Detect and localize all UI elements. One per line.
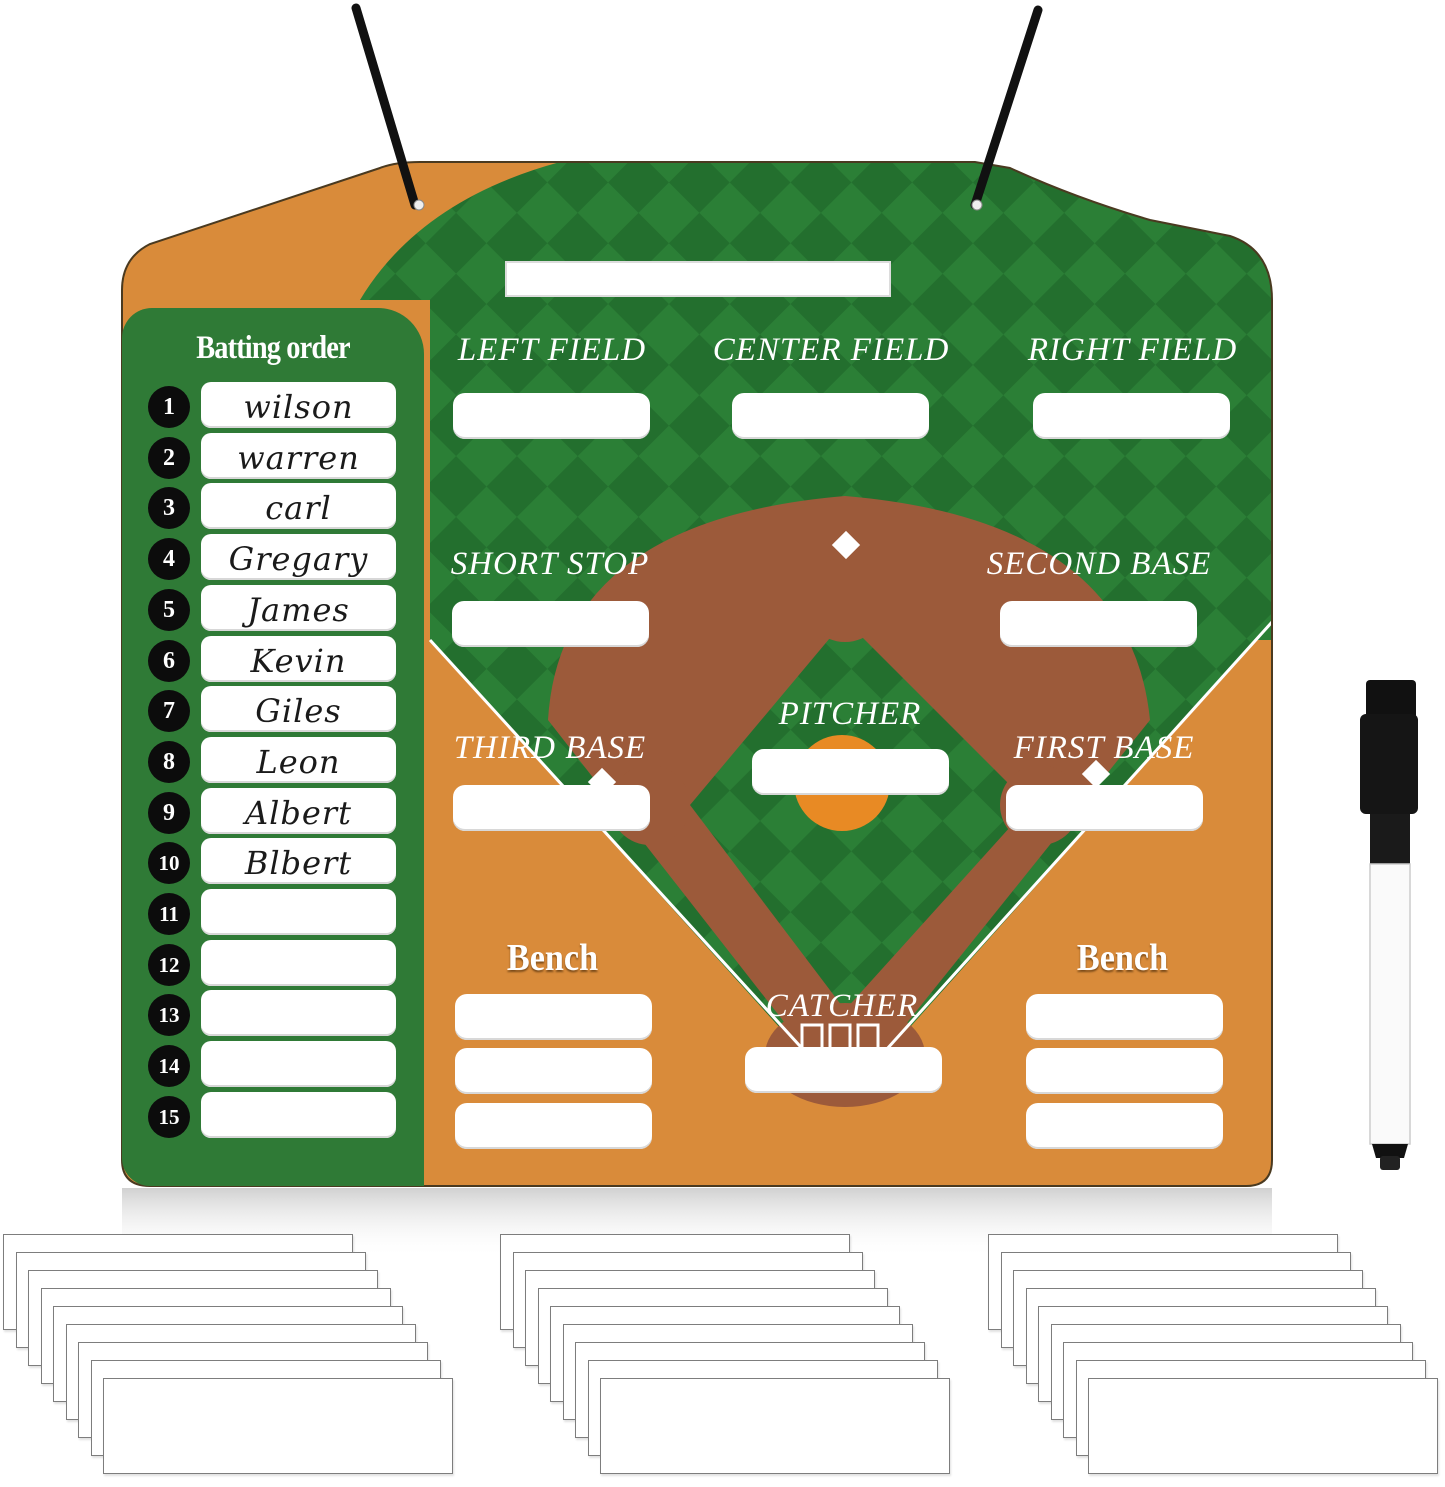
batting-order-player-name (201, 889, 396, 935)
batting-order-row: 9 Albert (148, 787, 398, 834)
batting-order-player-name: Gregary (228, 540, 369, 579)
batting-order-slot[interactable] (201, 1091, 396, 1138)
batting-order-player-name (201, 990, 396, 1036)
catcher-label: CATCHER (765, 988, 919, 1024)
batting-order-row: 5 James (148, 584, 398, 631)
bench-left-slot[interactable] (455, 994, 652, 1040)
batting-order-row: 13 (148, 990, 398, 1037)
batting-order-row: 11 (148, 889, 398, 935)
bench-right-slot[interactable] (1026, 1048, 1223, 1094)
short-stop-label: SHORT STOP (450, 546, 650, 582)
batting-order-slot[interactable] (201, 990, 396, 1037)
batting-order-player-name: James (247, 590, 350, 629)
batting-order-number: 5 (148, 588, 190, 631)
batting-order-player-name: Blbert (244, 844, 353, 883)
batting-order-number: 12 (148, 943, 190, 986)
center-field-label: CENTER FIELD (712, 332, 950, 368)
bench-left-label: Bench (506, 937, 599, 979)
batting-order-row: 3 carl (148, 483, 398, 530)
batting-order-row: 2 warren (148, 432, 398, 479)
bench-right-slot[interactable] (1026, 1103, 1223, 1149)
batting-order-slot[interactable] (201, 838, 396, 885)
batting-order-number: 6 (148, 639, 190, 682)
batting-order-player-name: warren (237, 438, 360, 477)
batting-order-player-name: carl (265, 489, 332, 528)
batting-order-slot[interactable] (201, 939, 396, 986)
left-field-label: LEFT FIELD (457, 332, 647, 368)
first-base-slot[interactable] (1006, 785, 1203, 831)
center-field-slot[interactable] (732, 393, 929, 439)
second-base-label: SECOND BASE (986, 546, 1212, 582)
title-write-slot[interactable] (505, 261, 891, 297)
third-base-label: THIRD BASE (453, 730, 647, 766)
batting-order-slot[interactable] (201, 1041, 396, 1088)
batting-order-slot[interactable] (201, 534, 396, 581)
batting-order-player-name: wilson (243, 388, 354, 426)
batting-order-slot[interactable] (201, 635, 396, 682)
batting-order-player-name: Albert (245, 793, 352, 832)
pitcher-slot[interactable] (752, 749, 949, 795)
batting-order-row: 1 wilson (148, 382, 398, 428)
batting-order-number: 1 (148, 386, 190, 428)
batting-order-slot[interactable] (201, 889, 396, 935)
magnetic-name-strip[interactable] (103, 1378, 453, 1474)
batting-order-row: 14 (148, 1041, 398, 1088)
batting-order-player-name: Leon (256, 742, 341, 781)
third-base-slot[interactable] (453, 785, 650, 831)
batting-order-number: 11 (148, 893, 190, 935)
first-base-label: FIRST BASE (1013, 730, 1195, 766)
batting-order-player-name (201, 1041, 396, 1087)
batting-order-slot[interactable] (201, 382, 396, 428)
right-field-slot[interactable] (1033, 393, 1230, 439)
batting-order-number: 2 (148, 436, 190, 479)
bench-left-slot[interactable] (455, 1048, 652, 1094)
catcher-slot[interactable] (745, 1047, 942, 1093)
batting-order-row: 12 (148, 939, 398, 986)
batting-order-row: 6 Kevin (148, 635, 398, 682)
batting-order-player-name: Giles (255, 692, 342, 731)
batting-order-row: 10 Blbert (148, 838, 398, 885)
batting-order-number: 9 (148, 791, 190, 834)
batting-order-row: 7 Giles (148, 686, 398, 733)
batting-order-player-name (201, 1092, 396, 1138)
batting-order-player-name (201, 940, 396, 986)
second-base-slot[interactable] (1000, 601, 1197, 647)
pitcher-label: PITCHER (778, 696, 922, 732)
bench-right-label: Bench (1076, 937, 1169, 979)
batting-order-number: 10 (148, 842, 190, 885)
magnetic-name-strip[interactable] (600, 1378, 950, 1474)
batting-order-row: 8 Leon (148, 736, 398, 783)
batting-order-slot[interactable] (201, 686, 396, 733)
dry-erase-marker-icon (1360, 680, 1418, 1170)
hanging-strap-icon (351, 3, 1043, 211)
bench-left-slot[interactable] (455, 1103, 652, 1149)
batting-order-number: 13 (148, 994, 190, 1037)
batting-order-slot[interactable] (201, 787, 396, 834)
batting-order-number: 14 (148, 1045, 190, 1088)
batting-order-row: 15 (148, 1091, 398, 1138)
short-stop-slot[interactable] (452, 601, 649, 647)
batting-order-player-name: Kevin (250, 641, 347, 680)
right-field-label: RIGHT FIELD (1027, 332, 1238, 368)
batting-order-slot[interactable] (201, 483, 396, 530)
magnetic-name-strip[interactable] (1088, 1378, 1438, 1474)
batting-order-slot[interactable] (201, 432, 396, 479)
batting-order-row: 4 Gregary (148, 534, 398, 581)
batting-order-title: Batting order (196, 330, 350, 366)
batting-order-slot[interactable] (201, 736, 396, 783)
batting-order-slot[interactable] (201, 584, 396, 631)
left-field-slot[interactable] (453, 393, 650, 439)
batting-order-number: 7 (148, 690, 190, 733)
batting-order-number: 8 (148, 740, 190, 783)
bench-right-slot[interactable] (1026, 994, 1223, 1040)
batting-order-number: 15 (148, 1095, 190, 1138)
batting-order-number: 4 (148, 538, 190, 581)
batting-order-number: 3 (148, 487, 190, 530)
